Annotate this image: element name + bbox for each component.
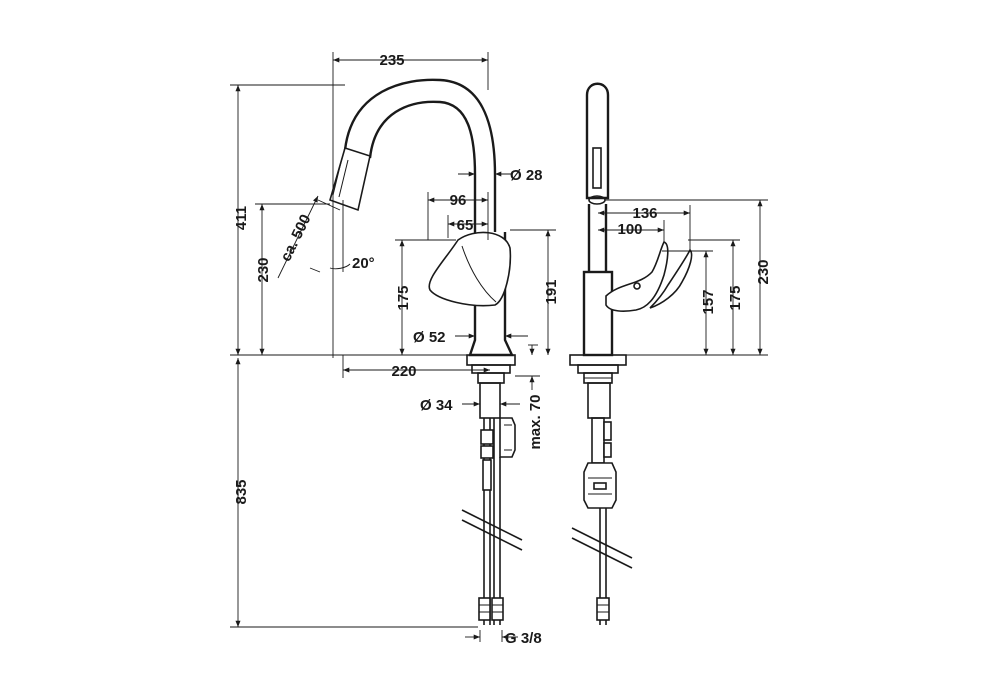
dim-96: 96 <box>450 192 467 209</box>
dim-d52: Ø 52 <box>413 329 446 346</box>
dim-angle20: 20° <box>352 255 375 272</box>
dim-175-left: 175 <box>395 285 412 310</box>
dim-136: 136 <box>632 205 657 222</box>
front-base-plate <box>569 354 627 366</box>
dim-100: 100 <box>617 221 642 238</box>
spout-inner <box>368 100 477 232</box>
front-spout <box>585 82 610 200</box>
front-handle <box>605 241 669 312</box>
base-plate <box>466 354 516 366</box>
dim-ca500: ca. 500 <box>277 212 314 264</box>
dim-230-left: 230 <box>255 257 272 282</box>
spray-head <box>329 146 371 212</box>
side-view: 235 Ø 28 96 65 411 230 ca. 500 20° <box>230 52 560 647</box>
dim-230-right: 230 <box>755 259 772 284</box>
dim-411: 411 <box>233 206 250 230</box>
dim-d28: Ø 28 <box>510 167 543 184</box>
dim-max70: max. 70 <box>527 394 544 449</box>
dim-835: 835 <box>233 479 250 504</box>
dim-157: 157 <box>700 289 717 314</box>
dim-191: 191 <box>543 279 560 304</box>
front-body <box>582 270 614 357</box>
dim-175-right: 175 <box>727 285 744 310</box>
shank <box>479 382 501 419</box>
dim-g38: G 3/8 <box>505 630 542 647</box>
dim-d34: Ø 34 <box>420 397 453 414</box>
dim-235: 235 <box>379 52 404 69</box>
spout-outer <box>343 78 497 232</box>
faucet-handle <box>428 231 512 307</box>
front-view: 136 100 157 175 230 <box>569 82 772 625</box>
dim-65: 65 <box>457 217 474 234</box>
dim-220: 220 <box>391 363 416 380</box>
hose-connector <box>499 417 516 458</box>
